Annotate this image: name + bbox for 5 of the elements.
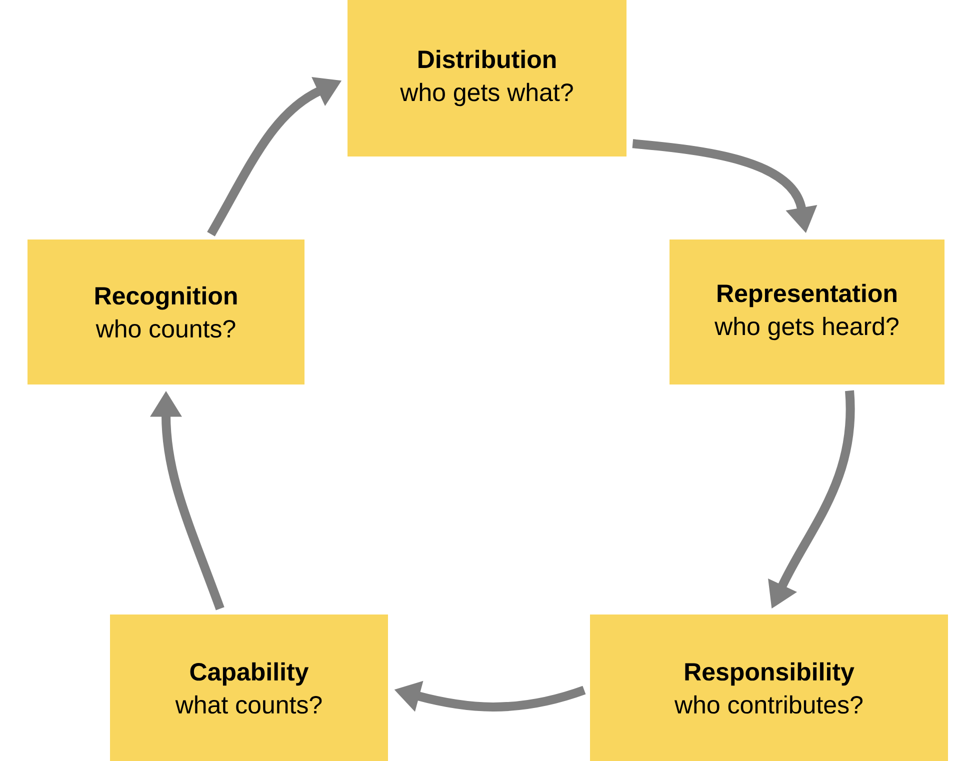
label-box: Responsibility who contributes? bbox=[590, 614, 948, 761]
label-box: Recognition who counts? bbox=[28, 240, 304, 384]
label-box: Distribution who gets what? bbox=[348, 0, 626, 156]
label-box: Representation who gets heard? bbox=[670, 240, 944, 384]
label-box: Capability what counts? bbox=[110, 614, 388, 761]
